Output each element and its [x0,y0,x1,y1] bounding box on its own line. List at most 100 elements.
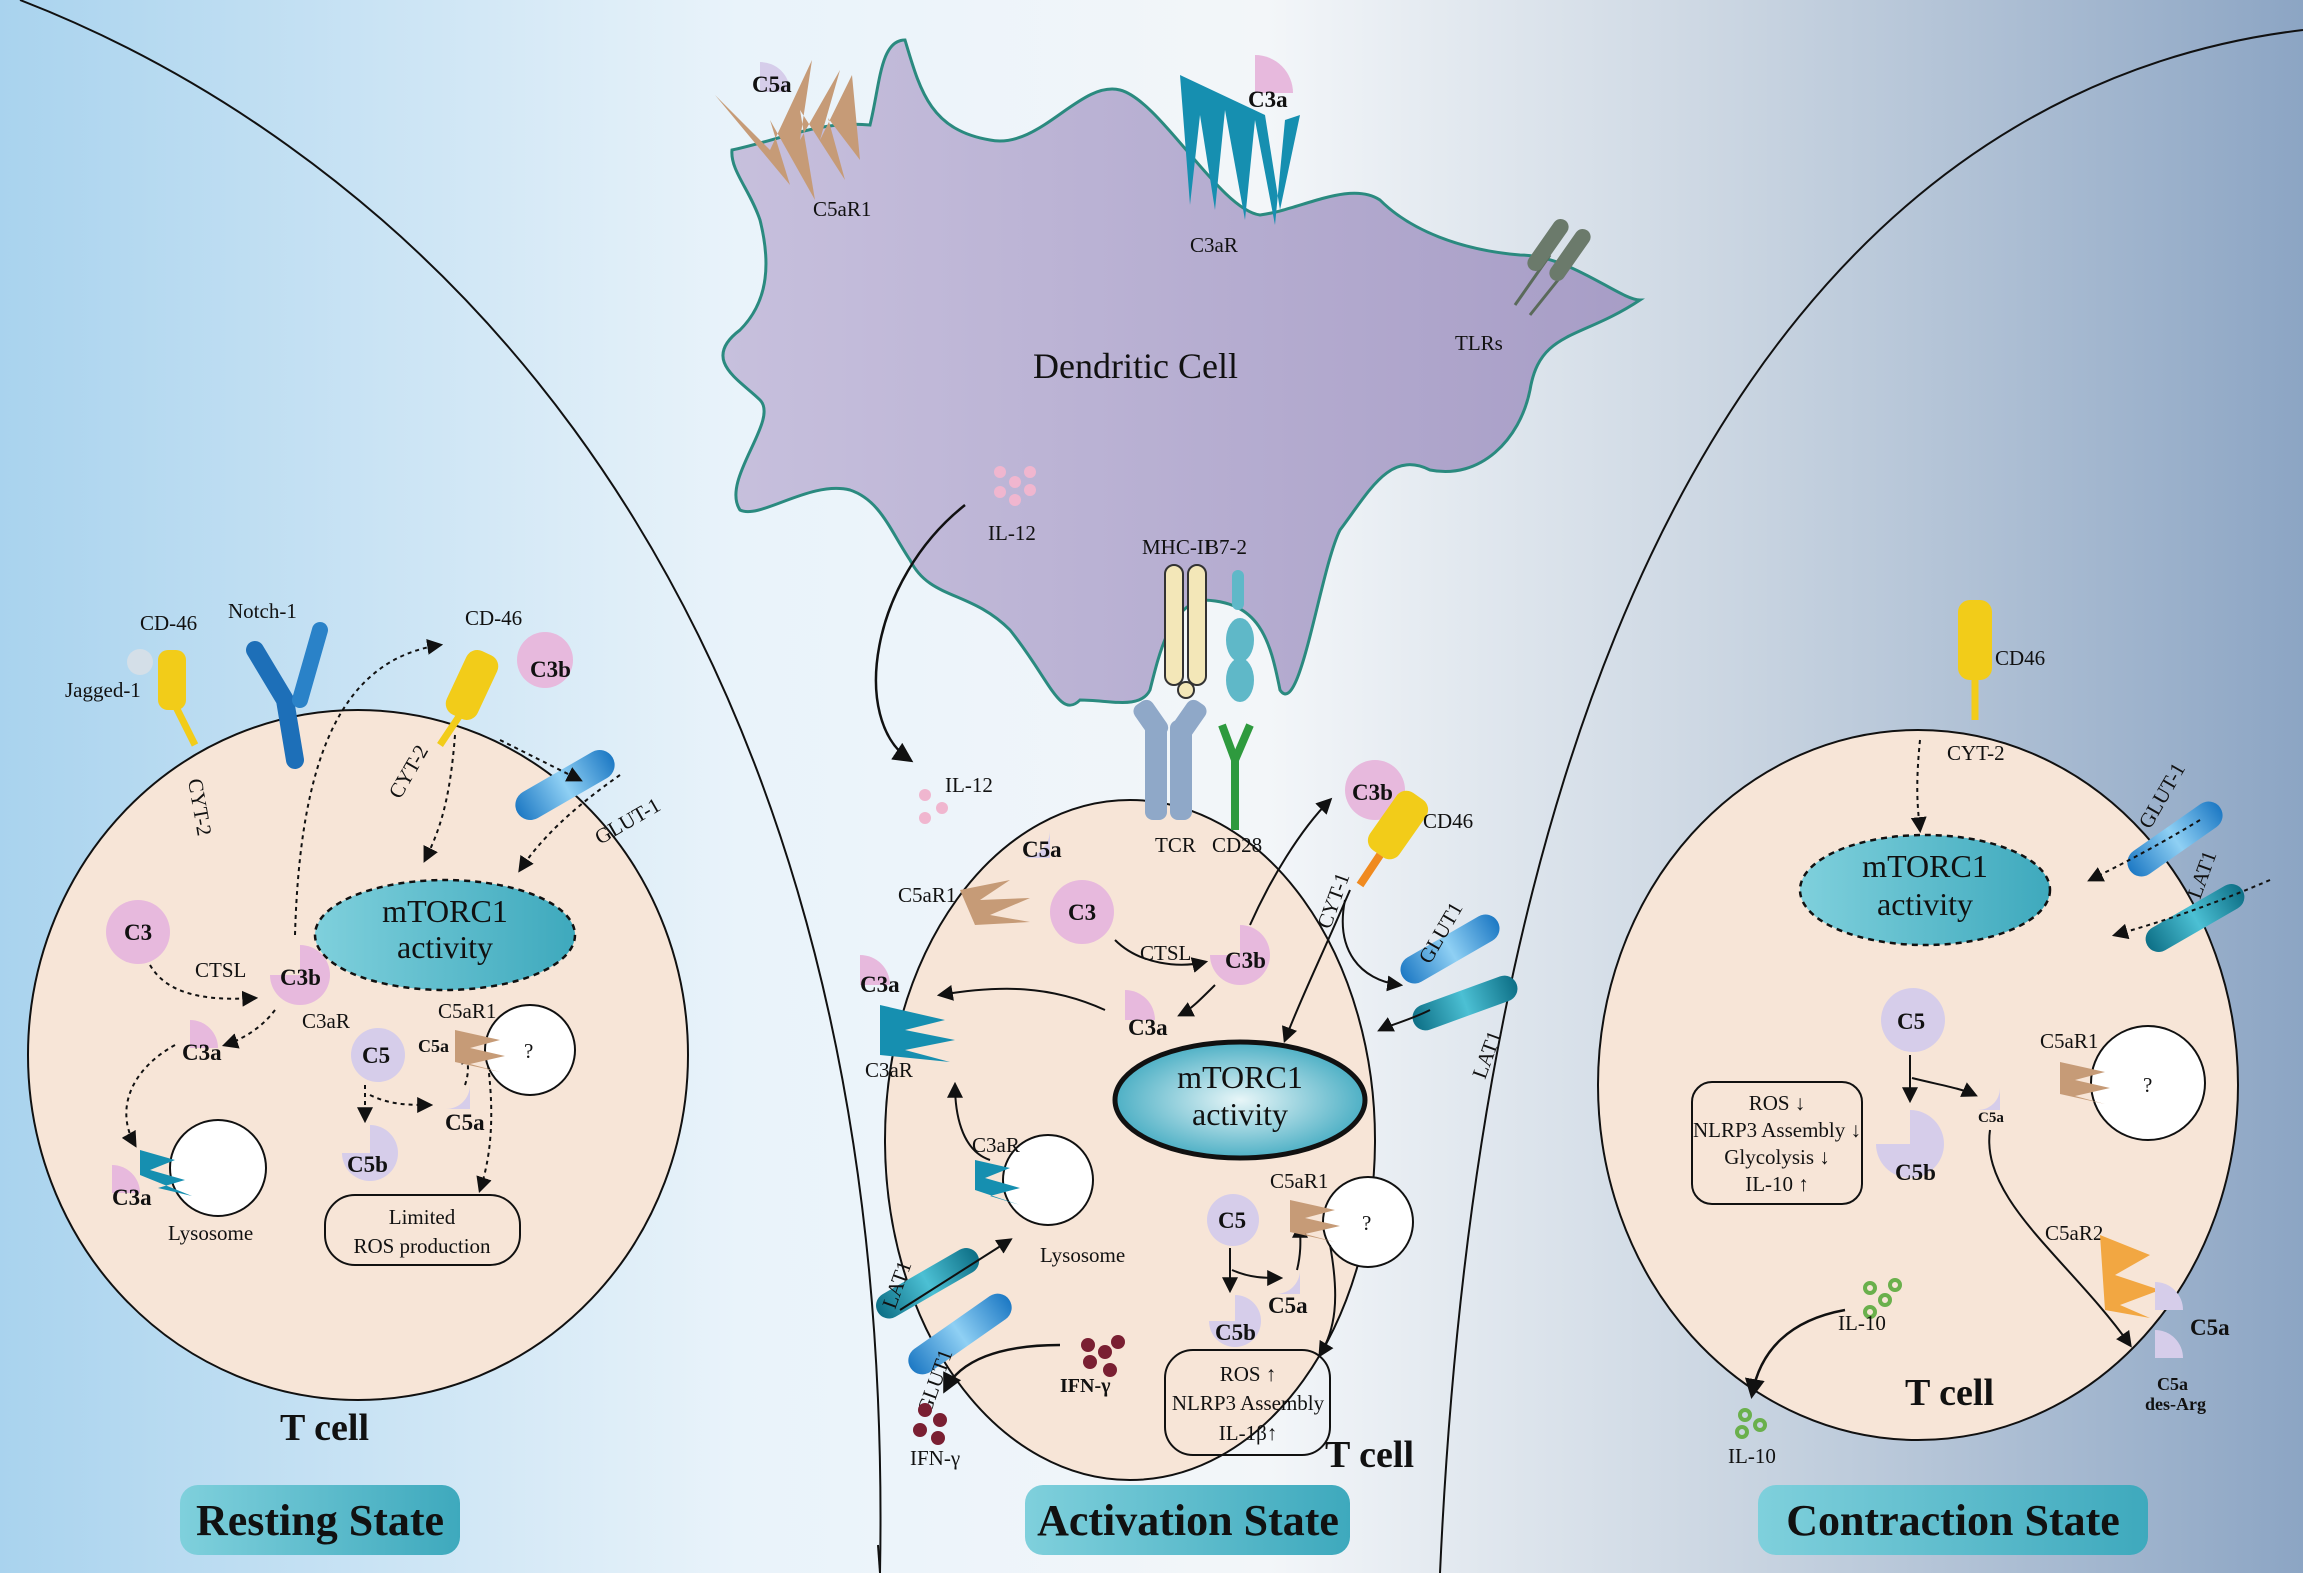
contraction-c5ar2-receptor [2100,1235,2160,1318]
contraction-cd46-label: CD46 [1995,646,2045,670]
resting-glut1-transporter [515,750,615,820]
act-c3b-out-label: C3b [1352,780,1393,805]
act-mtorc1-line2: activity [1192,1096,1288,1132]
act-c5a-label: C5a [1268,1293,1308,1318]
right-panel-divider [1439,29,2303,1573]
act-c3ar-rec-label: C3aR [865,1058,913,1082]
contraction-c5ar2-label: C5aR2 [2045,1221,2103,1245]
act-ifng-out-label: IFN-γ [910,1446,960,1470]
contraction-c5a-desarg [2155,1330,2183,1358]
act-c5ar1-rec [960,880,1030,925]
act-lysosome-label: Lysosome [1040,1243,1125,1267]
ifng-dots-in [1081,1335,1125,1377]
act-c5b [1209,1295,1261,1347]
il12-arrow [874,504,966,763]
contraction-mtorc1-line2: activity [1877,886,1973,922]
act-c3a [1125,990,1155,1020]
contraction-arrow-c5a-out [1988,1129,2132,1348]
act-arrow-c3b-c3a [1177,984,1216,1017]
mhc2-icon [1164,564,1207,699]
act-lysosome [1002,1134,1094,1226]
resting-lysosome-label: Lysosome [168,1221,253,1245]
contraction-c5ar1-receptor [2060,1062,2110,1104]
contraction-box-line2: NLRP3 Assembly ↓ [1693,1118,1861,1142]
resting-arrow-rec-ros [476,1064,493,1194]
act-lat1-r [1412,975,1518,1031]
act-c3b-label: C3b [1225,948,1266,973]
act-glut1-l [908,1293,1012,1375]
act-question: ? [1362,1211,1371,1235]
contraction-c5ar1-label: C5aR1 [2040,1029,2098,1053]
contraction-c5b-label: C5b [1895,1160,1936,1185]
act-arrow-lys-c3ar [947,1081,991,1161]
resting-arrow-c3a-lys [121,1044,176,1148]
resting-c3a [190,1020,218,1048]
resting-c5ar1-label: C5aR1 [438,999,496,1023]
act-c3ar-rec [880,1005,955,1062]
resting-c3b-out-label: C3b [530,657,571,682]
ifng-dots-out [913,1403,947,1445]
resting-c3 [106,900,170,964]
resting-c3a-lys-label: C3a [112,1185,152,1210]
dc-c3a-ligand [1255,55,1293,93]
act-arrow-c3b-cd46 [1249,797,1333,926]
act-ros-line3: IL-1β↑ [1219,1421,1278,1445]
contraction-c5a-label: C5a [2190,1315,2230,1340]
contraction-c5ar1-vesicle [2090,1025,2206,1141]
contraction-box-line1: ROS ↓ [1749,1091,1806,1115]
act-c3b-out [1345,760,1405,820]
act-arrow-rec-ros [1318,1244,1337,1358]
contraction-cyt2-label: CYT-2 [1947,741,2005,765]
resting-state-badge [180,1485,460,1555]
left-panel-divider [19,0,882,1573]
dc-c5a-label: C5a [752,72,792,97]
tlr-icon [1513,218,1591,316]
contraction-c5a-small [1978,1088,2000,1110]
contraction-mtorc1-line1: mTORC1 [1862,848,1988,884]
resting-c5b-label: C5b [347,1152,388,1177]
resting-cd46-a-label: CD-46 [140,611,197,635]
act-c3 [1050,880,1114,944]
act-c5 [1207,1194,1259,1246]
notch-receptor [246,622,328,769]
dendritic-cell [721,38,1645,707]
act-c3b [1210,925,1270,985]
activation-state-badge [1025,1485,1350,1555]
contraction-box-line3: Glycolysis ↓ [1724,1145,1830,1169]
contraction-c5 [1881,988,1945,1052]
resting-ros-line1: Limited [389,1205,456,1229]
resting-arrow-c3b-c3a [221,1009,276,1049]
contraction-c5-label: C5 [1897,1009,1925,1034]
act-arrow-c3-c3b [1114,939,1209,973]
contraction-arrow-il10-out [1744,1308,1846,1399]
resting-c5-label: C5 [362,1043,390,1068]
resting-c5a-rec-label: C5a [418,1036,449,1056]
act-c5a-rec [1022,830,1050,858]
resting-ros-line2: ROS production [353,1234,491,1258]
act-ros-line1: ROS ↑ [1220,1362,1277,1386]
act-arrow-glut-mtorc [1341,899,1404,992]
act-arrow-lat1-in [899,1238,1013,1311]
act-c5-label: C5 [1218,1208,1246,1233]
dc-c5ar1-receptor [715,60,860,200]
act-c3-label: C3 [1068,900,1096,925]
resting-cd46-b-receptor [437,650,499,747]
resting-c5a-label: C5a [445,1110,485,1135]
resting-arrow-c3b-cd46 [294,639,444,936]
contraction-cd46-receptor [1958,600,1992,720]
contraction-c5a-small-label: C5a [1978,1110,2004,1126]
contraction-mtorc1 [1798,833,2052,947]
mhc2-label: MHC-II [1142,535,1211,559]
act-lysosome-c3ar [975,1160,1020,1205]
contraction-c5a-desarg-2: des-Arg [2145,1394,2206,1414]
jagged-ligand [127,649,153,675]
resting-c5a [446,1085,470,1109]
act-glut1-r [1400,914,1500,984]
contraction-arrow-cd46-mtorc [1910,739,1927,834]
resting-arrow-cd46-glut [499,739,583,782]
cd28-icon [1218,723,1254,830]
contraction-question: ? [2143,1073,2152,1097]
resting-mtorc1-line1: mTORC1 [382,893,508,929]
resting-lysosome [169,1119,267,1217]
